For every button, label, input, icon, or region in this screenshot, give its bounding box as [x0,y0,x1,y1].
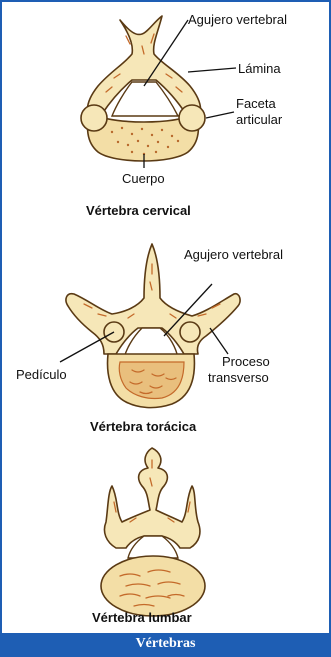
label-process-line1: Proceso [222,354,270,369]
figure-title: Vértebras [136,636,196,651]
label-body: Cuerpo [122,171,165,186]
label-thoracic-foramen: Agujero vertebral [184,247,283,262]
lumbar-vertebra [101,448,205,616]
label-pedicle: Pedículo [16,367,67,382]
cervical-vertebra [81,16,236,168]
label-facet-line1: Faceta [236,96,277,111]
cervical-facet-right [179,105,205,131]
label-lamina: Lámina [238,61,281,76]
caption-thoracic: Vértebra torácica [90,419,197,434]
cervical-facet-leader [206,112,234,118]
label-facet-line2: articular [236,112,283,127]
lumbar-body [101,556,205,616]
label-process-line2: transverso [208,370,269,385]
thoracic-pedicle-right [180,322,200,342]
vertebrae-diagram: Agujero vertebral Lámina Faceta articula… [2,2,329,633]
caption-cervical: Vértebra cervical [86,203,191,218]
cervical-lamina-leader [188,68,236,72]
cervical-facet-left [81,105,107,131]
caption-lumbar: Vértebra lumbar [92,610,192,625]
label-cervical-foramen: Agujero vertebral [188,12,287,27]
thoracic-process-leader [210,328,228,354]
figure-title-bar: Vértebras [2,633,329,655]
